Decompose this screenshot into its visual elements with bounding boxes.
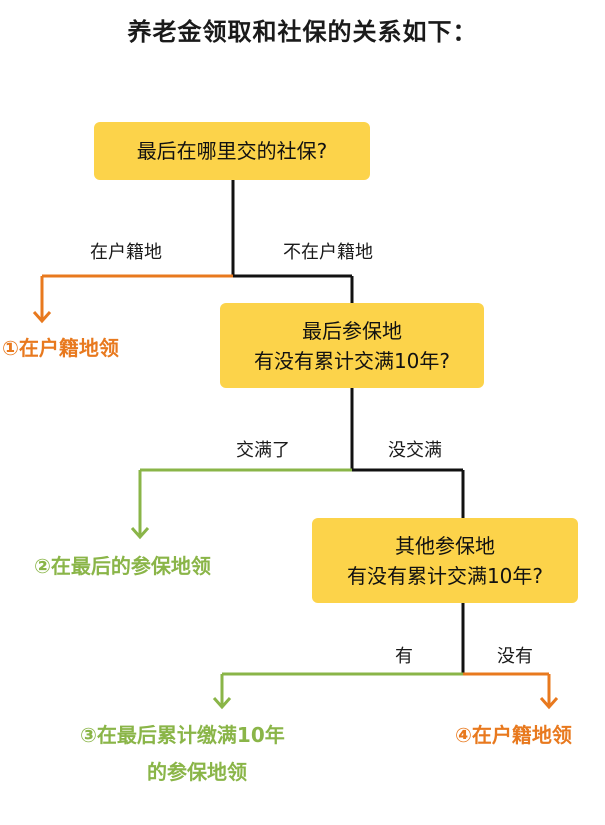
question-box-q2-line2: 有没有累计交满10年? (253, 348, 451, 373)
outcome-4-claim-at-household-registration: ④在户籍地领 (455, 723, 572, 747)
outcome-3-line1: ③在最后累计缴满10年 (80, 723, 285, 747)
arrow-o2 (130, 527, 150, 540)
question-box-q1-text: 最后在哪里交的社保? (136, 139, 328, 163)
question-box-q2-line1: 最后参保地 (302, 318, 402, 343)
arrow-o1 (32, 311, 52, 324)
branch-label-yes: 有 (395, 646, 413, 667)
branch-label-not-at-household-registration: 不在户籍地 (283, 242, 373, 263)
outcome-3-line2: 的参保地领 (147, 760, 247, 784)
branch-label-not-paid-full: 没交满 (388, 440, 442, 461)
outcome-1-claim-at-household-registration: ①在户籍地领 (2, 336, 119, 360)
branch-label-no: 没有 (497, 646, 533, 667)
arrow-o3 (212, 697, 232, 710)
question-box-q3-line2: 有没有累计交满10年? (346, 563, 544, 588)
outcome-2-claim-at-last-insured-place: ②在最后的参保地领 (34, 554, 211, 578)
branch-label-paid-full: 交满了 (236, 440, 290, 461)
question-box-other-insured-place-10-years: 其他参保地 有没有累计交满10年? (312, 518, 578, 603)
question-box-last-social-security-location: 最后在哪里交的社保? (94, 122, 370, 180)
page-title: 养老金领取和社保的关系如下： (127, 18, 478, 46)
question-box-q3-line1: 其他参保地 (395, 533, 495, 558)
branch-label-at-household-registration: 在户籍地 (90, 242, 162, 263)
arrow-o4 (539, 697, 559, 710)
question-box-last-insured-place-10-years: 最后参保地 有没有累计交满10年? (220, 303, 484, 388)
